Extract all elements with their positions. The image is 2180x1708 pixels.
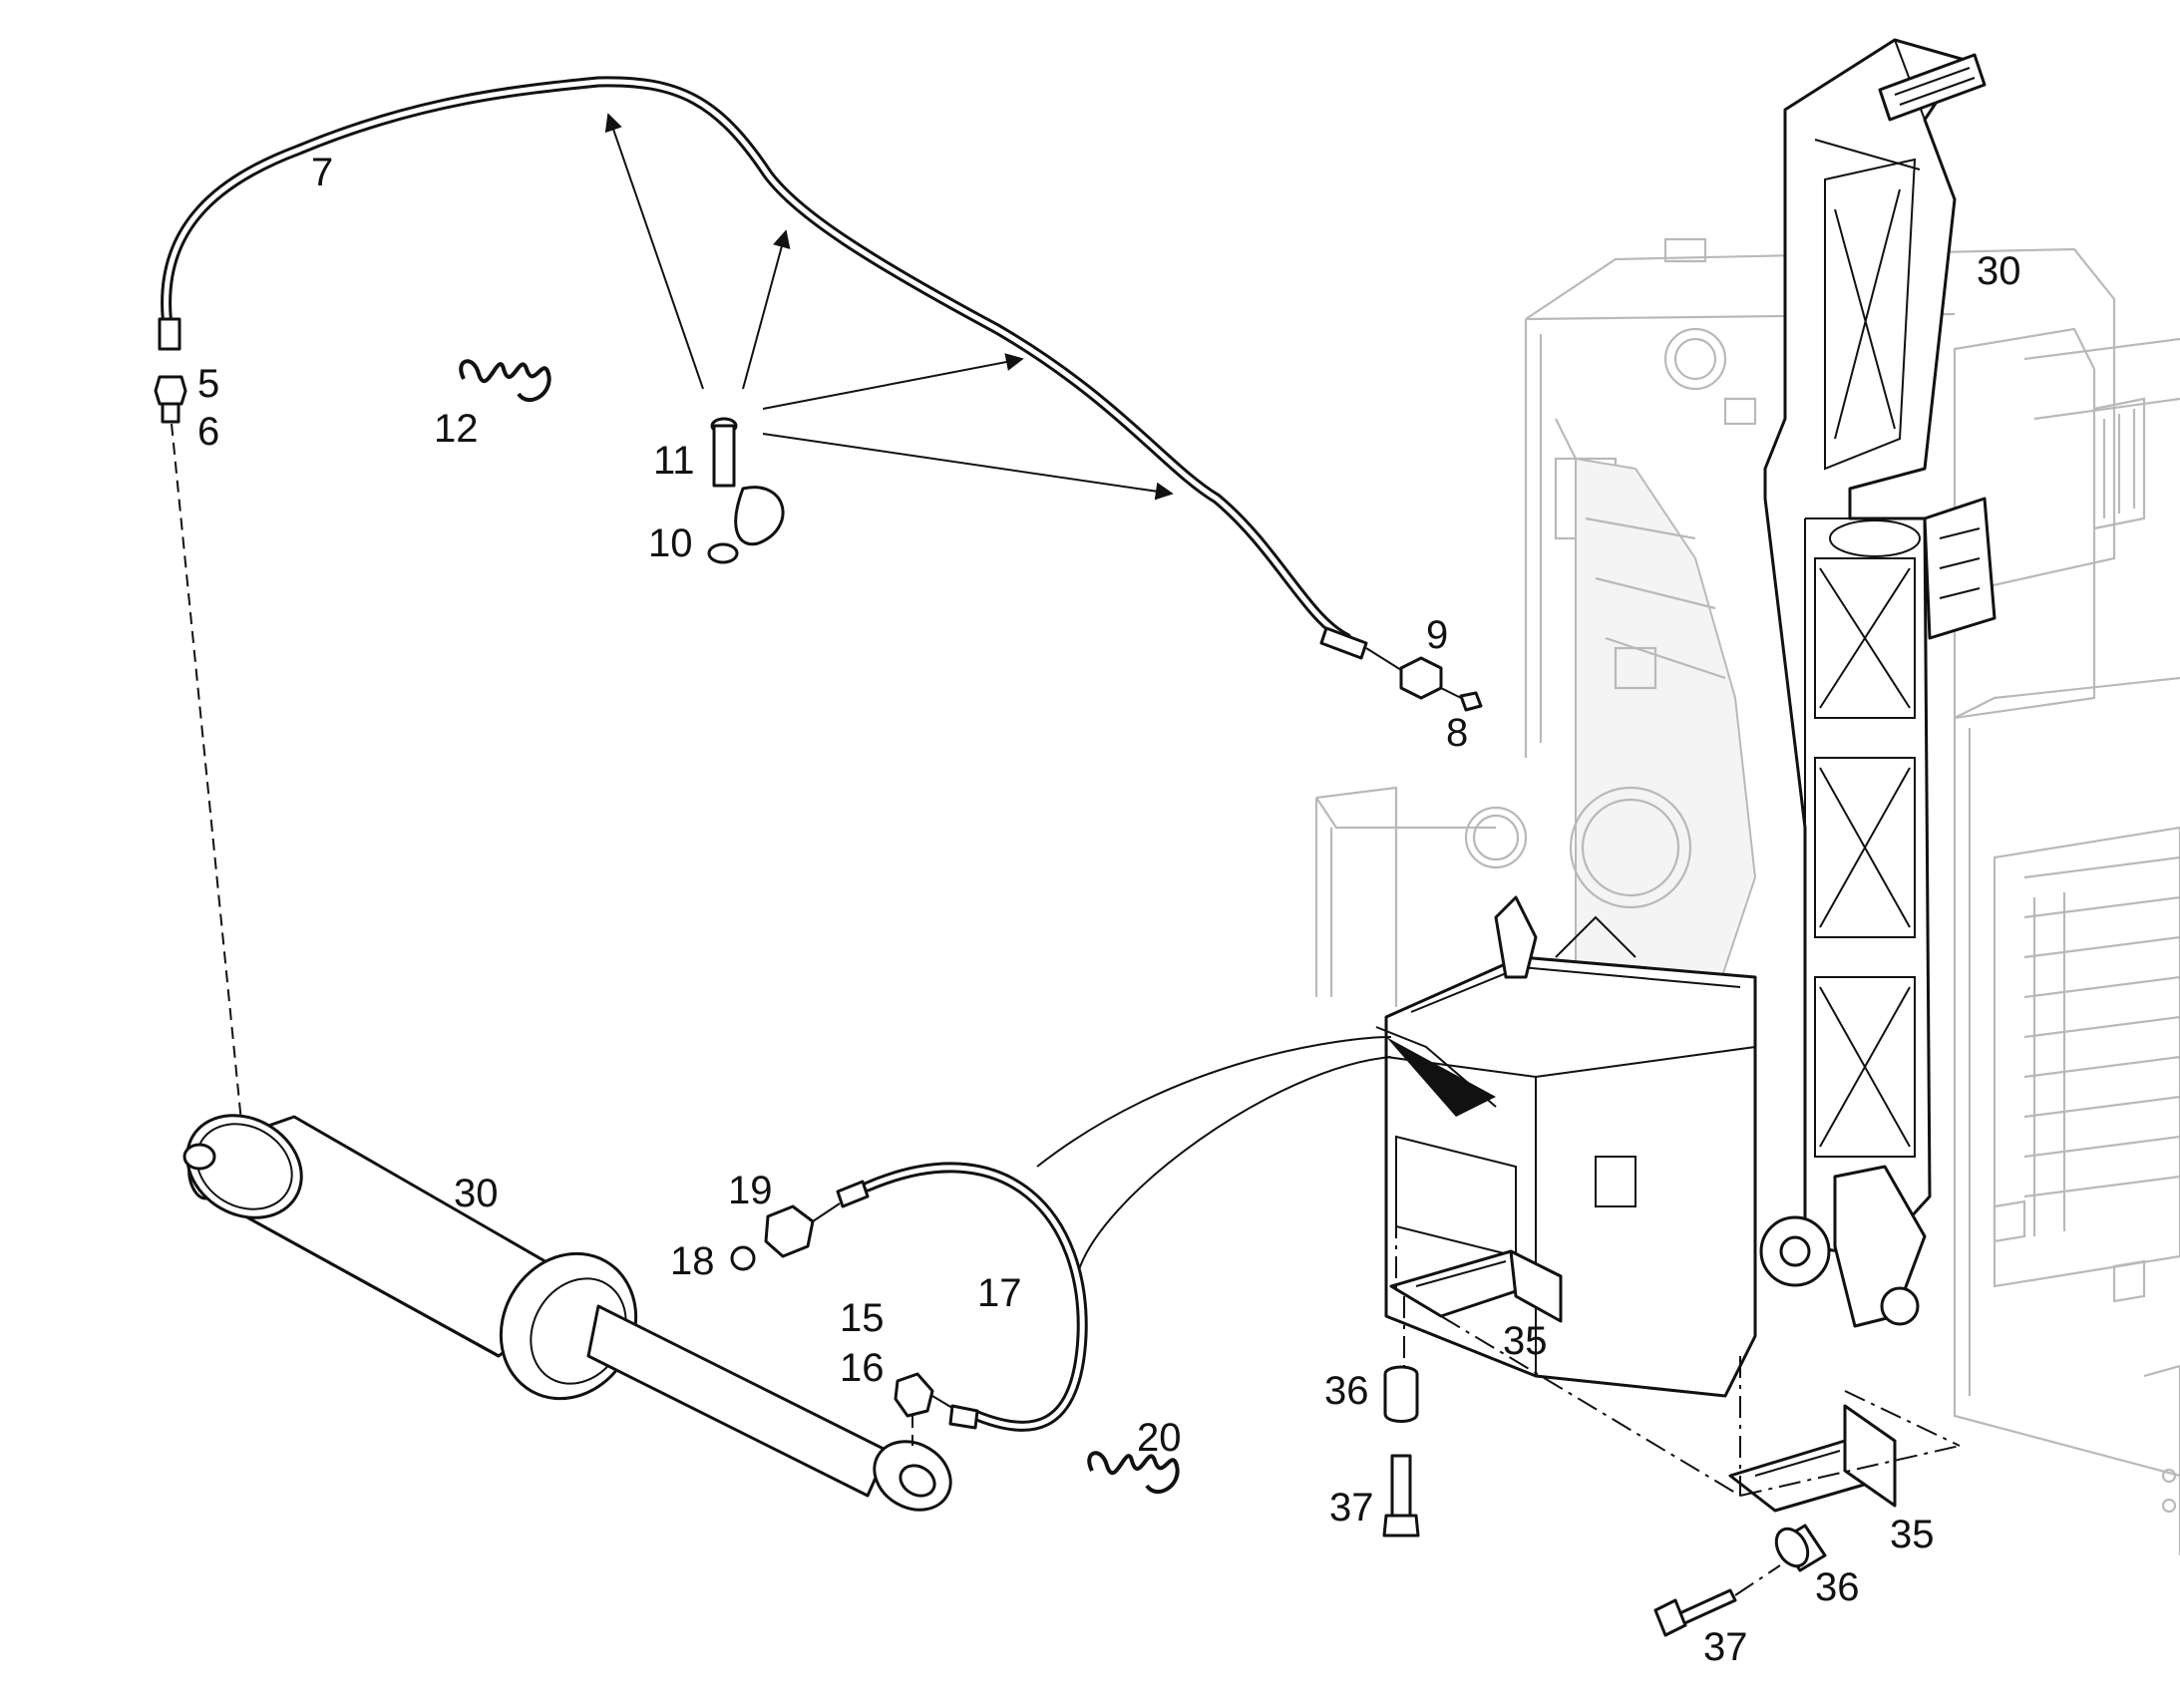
frame-assembly bbox=[1759, 38, 1997, 1328]
callout-16: 16 bbox=[840, 1346, 885, 1390]
callout-19: 19 bbox=[728, 1169, 773, 1212]
callout-30-frame: 30 bbox=[1977, 249, 2021, 293]
callout-12: 12 bbox=[434, 407, 479, 451]
elbow-fitting-15-16 bbox=[894, 1372, 953, 1446]
nut-19 bbox=[764, 1204, 815, 1258]
bracket-35-upper bbox=[1389, 1249, 1563, 1323]
clamp-arrows bbox=[604, 113, 1174, 501]
hose-7 bbox=[158, 76, 1368, 660]
assembly-lines bbox=[1395, 1216, 1961, 1497]
cap-8 bbox=[1459, 691, 1483, 712]
bolt-37-upper bbox=[1382, 1454, 1420, 1537]
callout-5: 5 bbox=[197, 362, 219, 406]
callout-37-upper: 37 bbox=[1329, 1486, 1374, 1530]
spacer-36-upper bbox=[1383, 1365, 1419, 1423]
callout-37-lower: 37 bbox=[1703, 1625, 1748, 1669]
fitting-5-6 bbox=[154, 375, 187, 424]
callout-8: 8 bbox=[1446, 711, 1468, 755]
hose-7-end-fitting bbox=[158, 317, 182, 351]
callout-17: 17 bbox=[977, 1271, 1022, 1315]
dashed-connection-6-to-cylinder bbox=[171, 423, 242, 1123]
callout-20: 20 bbox=[1137, 1416, 1182, 1460]
cap-18 bbox=[730, 1245, 756, 1271]
base-tray-box bbox=[1375, 895, 1757, 1398]
callout-30-cylinder: 30 bbox=[454, 1172, 499, 1215]
spring-20 bbox=[1087, 1451, 1180, 1494]
callout-6: 6 bbox=[197, 410, 219, 454]
callout-35-lower: 35 bbox=[1890, 1513, 1935, 1556]
hose-17 bbox=[836, 1162, 1088, 1432]
bracket-35-lower bbox=[1728, 1404, 1897, 1513]
bolt-37-lower bbox=[1653, 1564, 1781, 1637]
callout-36-lower: 36 bbox=[1815, 1565, 1860, 1609]
callout-11: 11 bbox=[653, 439, 695, 483]
hose-7-end-fitting-right bbox=[1319, 626, 1368, 660]
clamp-10 bbox=[707, 486, 785, 564]
flow-indicator-curves bbox=[1036, 1036, 1392, 1277]
callout-36-upper: 36 bbox=[1324, 1369, 1369, 1413]
callout-35-upper: 35 bbox=[1503, 1319, 1548, 1363]
background-machine-housing bbox=[1314, 237, 2180, 1555]
callout-18: 18 bbox=[670, 1239, 715, 1283]
callout-7: 7 bbox=[311, 151, 333, 194]
spacer-36-lower bbox=[1774, 1524, 1827, 1572]
nut-9 bbox=[1399, 656, 1443, 700]
callout-15: 15 bbox=[840, 1296, 885, 1340]
callout-10: 10 bbox=[648, 521, 693, 565]
hydraulic-cylinder-30 bbox=[182, 1114, 952, 1512]
screw-11 bbox=[710, 417, 738, 488]
callout-9: 9 bbox=[1426, 613, 1448, 657]
callout-labels: 5 6 7 8 9 10 11 12 15 16 17 18 19 20 30 … bbox=[197, 151, 2021, 1669]
spring-12 bbox=[459, 359, 551, 402]
